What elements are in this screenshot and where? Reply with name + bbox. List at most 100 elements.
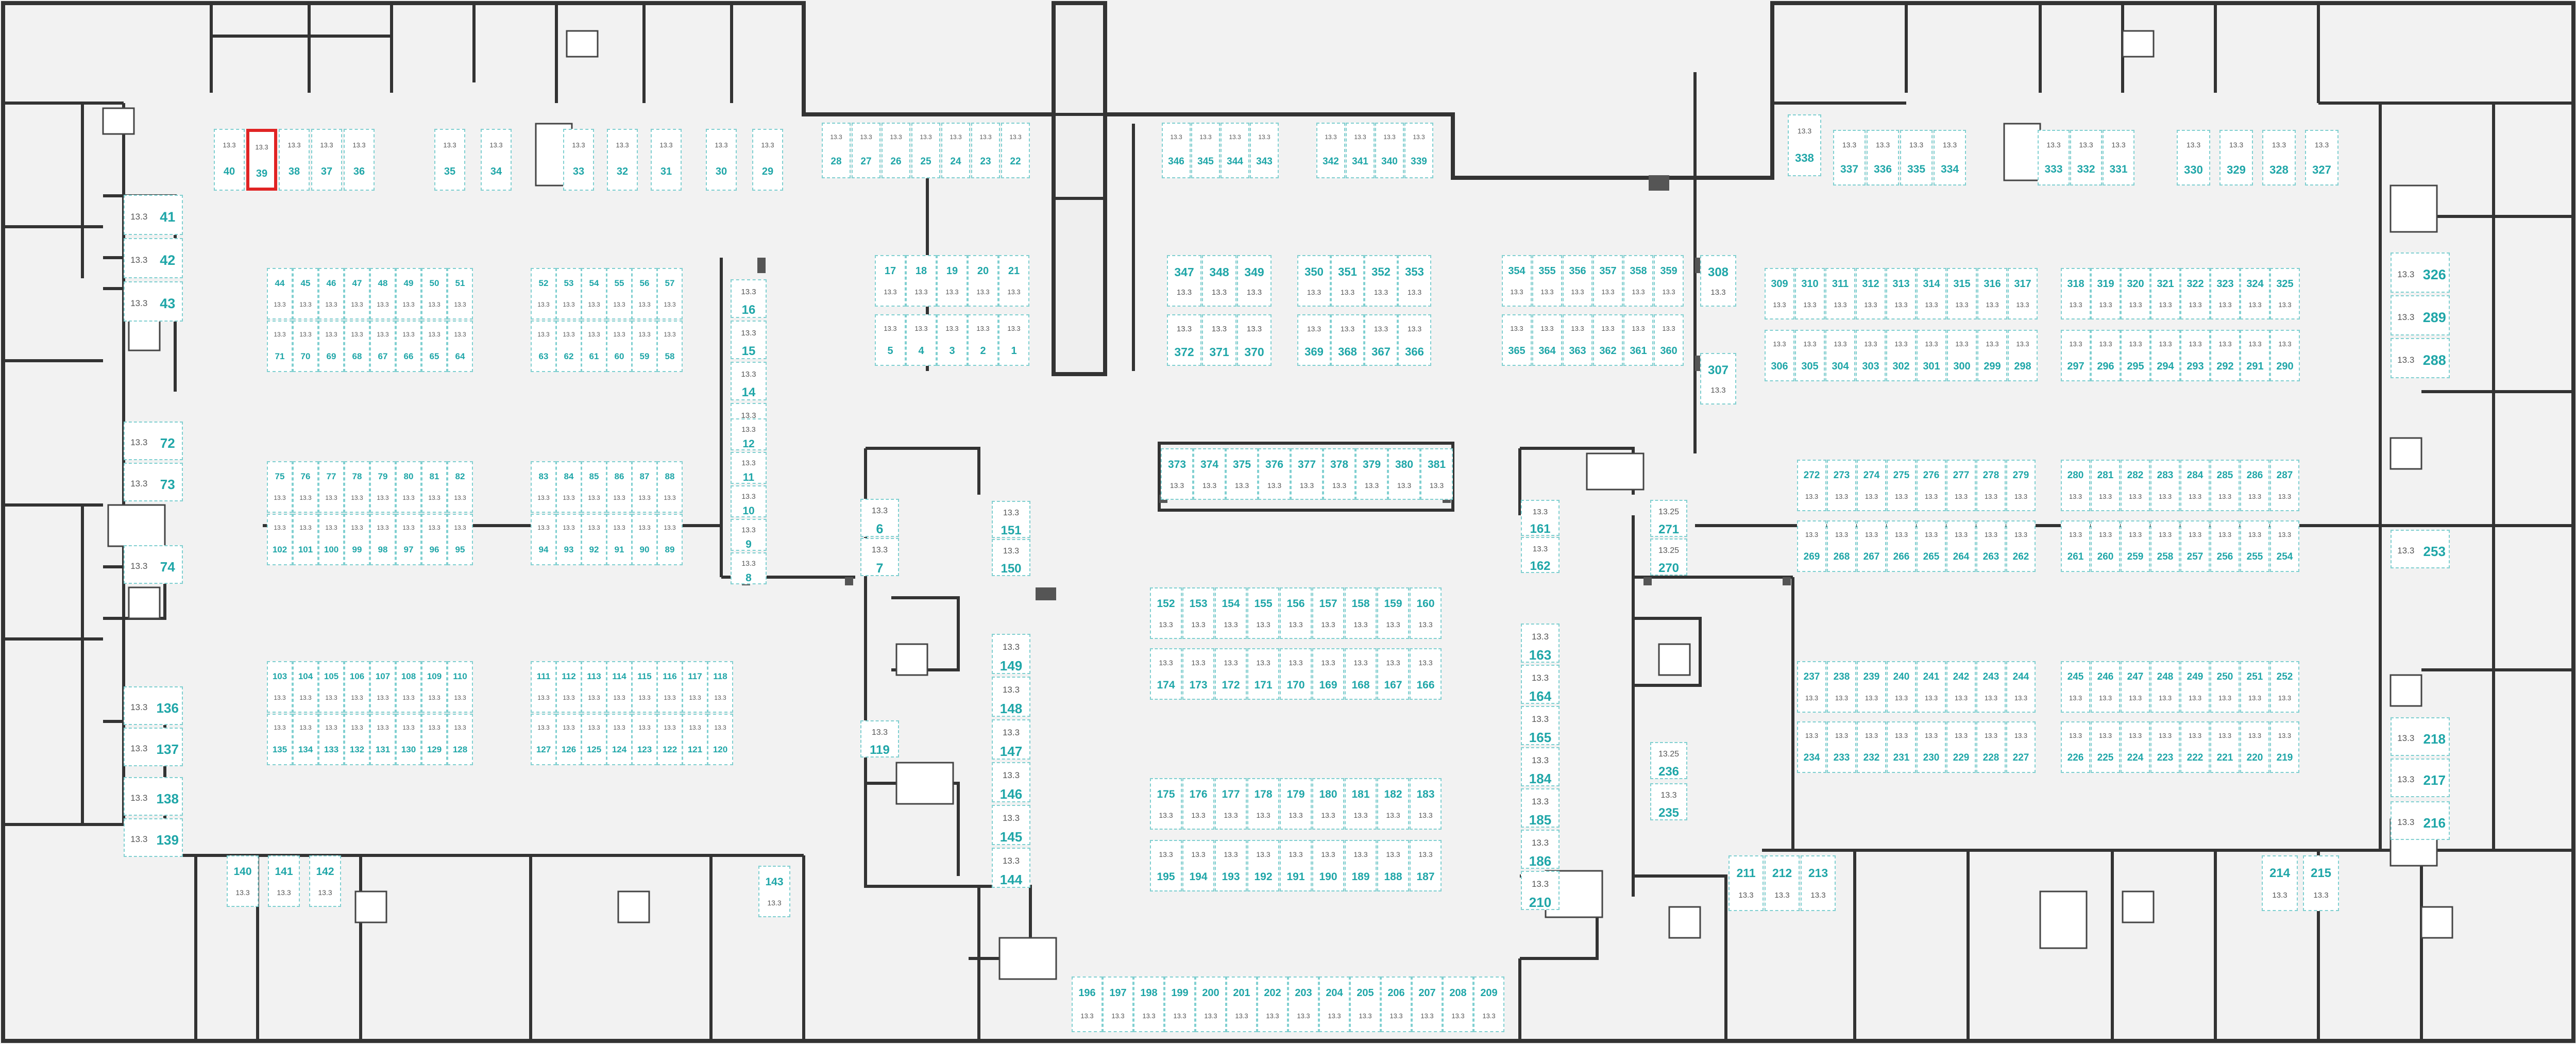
parking-spot-108[interactable]: 10813.3 (396, 661, 421, 713)
parking-spot-44[interactable]: 4413.3 (267, 268, 293, 319)
parking-spot-106[interactable]: 10613.3 (344, 661, 370, 713)
parking-spot-54[interactable]: 5413.3 (581, 268, 607, 319)
parking-spot-98[interactable]: 9813.3 (370, 514, 396, 565)
parking-spot-271[interactable]: 27113.25 (1650, 500, 1687, 537)
parking-spot-148[interactable]: 14813.3 (992, 677, 1030, 717)
parking-spot-318[interactable]: 31813.3 (2061, 268, 2091, 319)
parking-spot-71[interactable]: 7113.3 (267, 321, 293, 372)
parking-spot-262[interactable]: 26213.3 (2006, 520, 2036, 572)
parking-spot-176[interactable]: 17613.3 (1182, 778, 1214, 830)
parking-spot-335[interactable]: 33513.3 (1900, 130, 1933, 186)
parking-spot-169[interactable]: 16913.3 (1312, 648, 1344, 700)
parking-spot-312[interactable]: 31213.3 (1856, 268, 1886, 319)
parking-spot-55[interactable]: 5513.3 (606, 268, 632, 319)
parking-spot-345[interactable]: 34513.3 (1191, 123, 1220, 178)
parking-spot-26[interactable]: 2613.3 (882, 123, 910, 178)
parking-spot-340[interactable]: 34013.3 (1375, 123, 1404, 178)
parking-spot-60[interactable]: 6013.3 (606, 321, 632, 372)
parking-spot-51[interactable]: 5113.3 (447, 268, 473, 319)
parking-spot-278[interactable]: 27813.3 (1976, 460, 2006, 511)
parking-spot-64[interactable]: 6413.3 (447, 321, 473, 372)
parking-spot-120[interactable]: 12013.3 (707, 714, 733, 765)
parking-spot-317[interactable]: 31713.3 (2008, 268, 2038, 319)
parking-spot-308[interactable]: 30813.3 (1700, 255, 1736, 307)
parking-spot-236[interactable]: 23613.25 (1650, 742, 1687, 779)
parking-spot-211[interactable]: 21113.3 (1728, 855, 1764, 911)
parking-spot-231[interactable]: 23113.3 (1887, 721, 1916, 773)
parking-spot-222[interactable]: 22213.3 (2180, 721, 2210, 773)
parking-spot-289[interactable]: 28913.3 (2391, 295, 2450, 335)
parking-spot-119[interactable]: 11913.3 (860, 720, 899, 757)
parking-spot-133[interactable]: 13313.3 (318, 714, 344, 765)
parking-spot-144[interactable]: 14413.3 (992, 848, 1030, 888)
parking-spot-154[interactable]: 15413.3 (1215, 587, 1247, 639)
parking-spot-221[interactable]: 22113.3 (2210, 721, 2240, 773)
parking-spot-360[interactable]: 36013.3 (1654, 314, 1684, 366)
parking-spot-313[interactable]: 31313.3 (1886, 268, 1916, 319)
parking-spot-156[interactable]: 15613.3 (1280, 587, 1312, 639)
parking-spot-123[interactable]: 12313.3 (632, 714, 657, 765)
parking-spot-178[interactable]: 17813.3 (1247, 778, 1279, 830)
parking-spot-3[interactable]: 313.3 (937, 314, 968, 366)
parking-spot-158[interactable]: 15813.3 (1345, 587, 1377, 639)
parking-spot-159[interactable]: 15913.3 (1377, 587, 1409, 639)
parking-spot-150[interactable]: 15013.3 (992, 539, 1030, 576)
parking-spot-118[interactable]: 11813.3 (707, 661, 733, 713)
parking-spot-204[interactable]: 20413.3 (1319, 976, 1350, 1032)
parking-spot-4[interactable]: 413.3 (906, 314, 937, 366)
parking-spot-346[interactable]: 34613.3 (1162, 123, 1191, 178)
parking-spot-338[interactable]: 33813.3 (1788, 114, 1821, 176)
parking-spot-309[interactable]: 30913.3 (1765, 268, 1794, 319)
parking-spot-207[interactable]: 20713.3 (1412, 976, 1443, 1032)
parking-spot-310[interactable]: 31013.3 (1795, 268, 1825, 319)
parking-spot-369[interactable]: 36913.3 (1297, 314, 1331, 366)
parking-spot-286[interactable]: 28613.3 (2240, 460, 2269, 511)
parking-spot-241[interactable]: 24113.3 (1917, 661, 1946, 713)
parking-spot-113[interactable]: 11313.3 (581, 661, 607, 713)
parking-spot-341[interactable]: 34113.3 (1346, 123, 1375, 178)
parking-spot-161[interactable]: 16113.3 (1521, 500, 1560, 536)
parking-spot-79[interactable]: 7913.3 (370, 461, 396, 513)
parking-spot-31[interactable]: 3113.3 (651, 129, 682, 191)
parking-spot-297[interactable]: 29713.3 (2061, 330, 2091, 381)
parking-spot-250[interactable]: 25013.3 (2210, 661, 2240, 713)
parking-spot-215[interactable]: 21513.3 (2303, 855, 2339, 911)
parking-spot-248[interactable]: 24813.3 (2150, 661, 2180, 713)
parking-spot-214[interactable]: 21413.3 (2262, 855, 2298, 911)
parking-spot-196[interactable]: 19613.3 (1072, 976, 1103, 1032)
parking-spot-356[interactable]: 35613.3 (1563, 255, 1592, 307)
parking-spot-68[interactable]: 6813.3 (344, 321, 370, 372)
parking-spot-146[interactable]: 14613.3 (992, 762, 1030, 802)
parking-spot-315[interactable]: 31513.3 (1947, 268, 1977, 319)
parking-spot-326[interactable]: 32613.3 (2391, 252, 2450, 293)
parking-spot-12[interactable]: 1213.3 (731, 418, 767, 450)
parking-spot-56[interactable]: 5613.3 (632, 268, 657, 319)
parking-spot-264[interactable]: 26413.3 (1946, 520, 1976, 572)
parking-spot-373[interactable]: 37313.3 (1161, 448, 1193, 500)
parking-spot-319[interactable]: 31913.3 (2091, 268, 2121, 319)
parking-spot-131[interactable]: 13113.3 (370, 714, 396, 765)
parking-spot-273[interactable]: 27313.3 (1827, 460, 1856, 511)
parking-spot-30[interactable]: 3013.3 (706, 129, 737, 191)
parking-spot-322[interactable]: 32213.3 (2180, 268, 2210, 319)
parking-spot-350[interactable]: 35013.3 (1297, 255, 1331, 307)
parking-spot-6[interactable]: 613.3 (860, 499, 899, 537)
parking-spot-253[interactable]: 25313.3 (2391, 530, 2450, 568)
parking-spot-183[interactable]: 18313.3 (1410, 778, 1442, 830)
parking-spot-80[interactable]: 8013.3 (396, 461, 421, 513)
parking-spot-83[interactable]: 8313.3 (531, 461, 556, 513)
parking-spot-73[interactable]: 7313.3 (124, 463, 183, 501)
parking-spot-359[interactable]: 35913.3 (1654, 255, 1684, 307)
parking-spot-303[interactable]: 30313.3 (1856, 330, 1886, 381)
parking-spot-86[interactable]: 8613.3 (606, 461, 632, 513)
parking-spot-32[interactable]: 3213.3 (607, 129, 638, 191)
parking-spot-75[interactable]: 7513.3 (267, 461, 293, 513)
parking-spot-343[interactable]: 34313.3 (1250, 123, 1279, 178)
parking-spot-351[interactable]: 35113.3 (1331, 255, 1364, 307)
parking-spot-135[interactable]: 13513.3 (267, 714, 293, 765)
parking-spot-374[interactable]: 37413.3 (1193, 448, 1226, 500)
parking-spot-199[interactable]: 19913.3 (1164, 976, 1195, 1032)
parking-spot-252[interactable]: 25213.3 (2270, 661, 2299, 713)
parking-spot-299[interactable]: 29913.3 (1977, 330, 2007, 381)
parking-spot-379[interactable]: 37913.3 (1355, 448, 1388, 500)
